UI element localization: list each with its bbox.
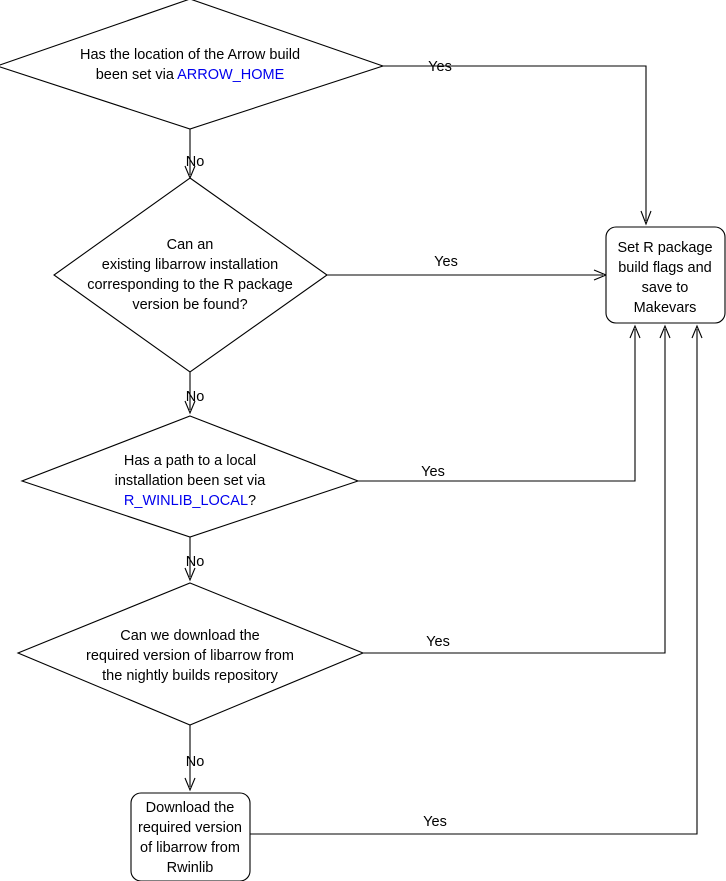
- decision-local-path-line3: R_WINLIB_LOCAL?: [124, 493, 256, 509]
- process-download-rwinlib-line1: Download the: [146, 800, 235, 816]
- decision-nightly-line1: Can we download the: [120, 628, 259, 644]
- decision-existing-libarrow-line1: Can an: [167, 237, 214, 253]
- decision-arrow-home[interactable]: [0, 0, 385, 130]
- arrowhead-existing-libarrow-no: [184, 400, 196, 415]
- decision-existing-libarrow[interactable]: [53, 177, 328, 373]
- process-set-flags-line4: Makevars: [634, 300, 697, 316]
- decision-local-path-line2: installation been set via: [115, 473, 267, 489]
- process-set-flags[interactable]: [605, 226, 726, 324]
- decision-existing-libarrow-line2: existing libarrow installation: [102, 257, 279, 273]
- arrowhead-nightly-no: [184, 777, 196, 792]
- decision-arrow-home-line2-prefix: been set via: [96, 67, 177, 83]
- edge-label-nightly-yes: Yes: [426, 634, 450, 650]
- edge-label-nightly-no: No: [186, 754, 205, 770]
- arrowhead-download-rwinlib-yes: [691, 324, 703, 339]
- process-set-flags-line3: save to: [642, 280, 689, 296]
- decision-nightly[interactable]: [16, 582, 365, 726]
- arrowhead-local-path-no: [184, 567, 196, 582]
- arrowhead-local-path-yes: [629, 324, 641, 339]
- process-set-flags-line1: Set R package: [617, 240, 712, 256]
- arrowhead-arrow-home-yes: [640, 210, 652, 226]
- edge-download-rwinlib-yes: [250, 329, 698, 835]
- decision-arrow-home-line2: been set via ARROW_HOME: [96, 67, 285, 83]
- process-download-rwinlib-line3: of libarrow from: [140, 840, 240, 856]
- edge-label-existing-libarrow-no: No: [186, 389, 205, 405]
- decision-arrow-home-line1: Has the location of the Arrow build: [80, 47, 300, 63]
- decision-existing-libarrow-line3: corresponding to the R package: [87, 277, 293, 293]
- edge-arrow-home-yes: [383, 65, 647, 221]
- decision-local-path-line3-suffix: ?: [248, 493, 256, 509]
- process-download-rwinlib-line2: required version: [138, 820, 242, 836]
- decision-local-path-line1: Has a path to a local: [124, 453, 256, 469]
- edge-local-path-yes: [358, 329, 636, 482]
- edge-label-download-rwinlib-yes: Yes: [423, 814, 447, 830]
- r-winlib-local-env-var-link: R_WINLIB_LOCAL: [124, 493, 248, 509]
- decision-local-path[interactable]: [20, 415, 360, 538]
- process-set-flags-line2: build flags and: [618, 260, 712, 276]
- edge-label-local-path-no: No: [186, 554, 205, 570]
- edge-label-arrow-home-no: No: [186, 154, 205, 170]
- arrowhead-nightly-yes: [659, 324, 671, 339]
- arrow-home-env-var-link: ARROW_HOME: [177, 67, 284, 83]
- edge-label-arrow-home-yes: Yes: [428, 59, 452, 75]
- decision-existing-libarrow-line4: version be found?: [132, 297, 247, 313]
- process-download-rwinlib[interactable]: [130, 792, 251, 881]
- decision-nightly-line2: required version of libarrow from: [86, 648, 294, 664]
- edge-label-local-path-yes: Yes: [421, 464, 445, 480]
- process-download-rwinlib-line4: Rwinlib: [167, 860, 214, 876]
- edge-nightly-yes: [363, 329, 666, 654]
- decision-nightly-line3: the nightly builds repository: [102, 668, 278, 684]
- edge-label-existing-libarrow-yes: Yes: [434, 254, 458, 270]
